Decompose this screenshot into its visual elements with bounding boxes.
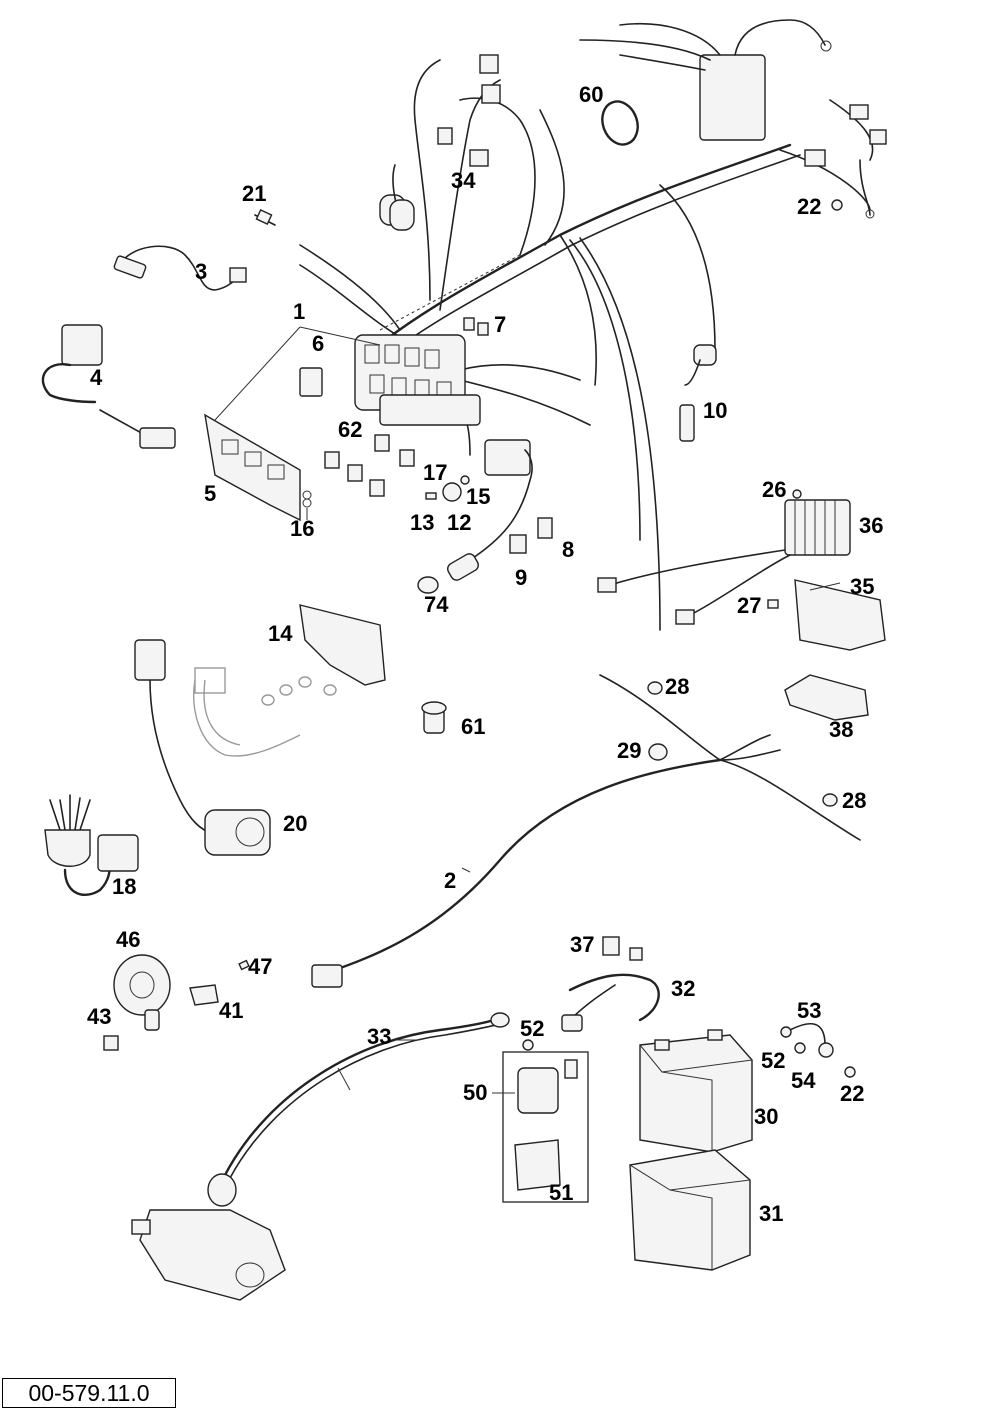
sensor-10	[679, 344, 717, 442]
nut-43	[103, 1035, 119, 1051]
callout-74: 74	[424, 592, 449, 617]
callout-22-bottom: 22	[840, 1081, 865, 1106]
callout-41: 41	[219, 998, 244, 1023]
fuse	[477, 322, 489, 336]
connector-34	[469, 149, 489, 167]
callout-36: 36	[859, 513, 884, 538]
callout-27: 27	[737, 593, 762, 618]
callout-13: 13	[410, 510, 435, 535]
callout-6: 6	[312, 331, 325, 356]
callout-8: 8	[562, 537, 575, 562]
grommet	[442, 482, 462, 502]
battery-box-31	[629, 1149, 751, 1271]
callout-28-bottom: 28	[842, 788, 867, 813]
voltage-regulator	[597, 499, 851, 625]
callout-21: 21	[242, 181, 267, 206]
relay-holder-51	[514, 1139, 561, 1191]
callout-46: 46	[116, 927, 141, 952]
callout-50: 50	[463, 1080, 488, 1105]
fuse-set-62	[324, 434, 415, 497]
document-code: 00-579.11.0	[2, 1378, 176, 1408]
callout-29: 29	[617, 738, 642, 763]
indicator-socket-cable	[469, 449, 533, 561]
callout-33: 33	[367, 1024, 392, 1049]
battery-lead-32	[561, 936, 660, 1032]
callout-54: 54	[791, 1068, 816, 1093]
cable-tie	[601, 100, 639, 146]
callout-20: 20	[283, 811, 308, 836]
callout-18: 18	[112, 874, 137, 899]
callout-52-right: 52	[761, 1048, 786, 1073]
handlebar-switch-4	[41, 324, 176, 449]
callout-38: 38	[829, 717, 854, 742]
relay	[299, 367, 323, 397]
taillight-connectors	[579, 19, 887, 219]
mounting-bracket	[204, 413, 301, 522]
callout-1: 1	[293, 299, 306, 324]
ground-lead-53	[789, 1022, 826, 1046]
callout-31: 31	[759, 1201, 784, 1226]
callout-62: 62	[338, 417, 363, 442]
callout-26: 26	[762, 477, 787, 502]
connector	[437, 127, 453, 145]
callout-15: 15	[466, 484, 491, 509]
callout-60: 60	[579, 82, 604, 107]
battery-30	[639, 1029, 753, 1153]
callout-16: 16	[290, 516, 315, 541]
callout-14: 14	[268, 621, 293, 646]
auxiliary-harness-2	[311, 674, 861, 988]
callout-53: 53	[797, 998, 822, 1023]
bracket-8	[537, 517, 553, 539]
callout-47: 47	[248, 954, 273, 979]
callout-37: 37	[570, 932, 595, 957]
fuse	[463, 317, 475, 331]
callout-22-top: 22	[797, 194, 822, 219]
cover-38	[784, 674, 869, 721]
cover-plate-14	[299, 604, 386, 686]
callout-30: 30	[754, 1104, 779, 1129]
callout-52-left: 52	[520, 1016, 545, 1041]
starter-cable-33	[207, 1012, 510, 1207]
callout-32: 32	[671, 976, 696, 1001]
sensor-cable	[119, 245, 241, 291]
flasher-relay	[509, 534, 527, 554]
callout-5: 5	[204, 481, 217, 506]
callout-4: 4	[90, 365, 103, 390]
horn-46	[113, 954, 171, 1031]
callout-3: 3	[195, 259, 208, 284]
handlebar-switch-20	[134, 639, 337, 856]
fuse-holder-37	[602, 936, 620, 956]
clamp-41	[189, 984, 219, 1006]
leader-lines	[214, 326, 841, 1094]
callout-17: 17	[423, 460, 448, 485]
callout-28-top: 28	[665, 674, 690, 699]
starter-motor	[131, 1209, 286, 1301]
callout-43: 43	[87, 1004, 112, 1029]
callout-10: 10	[703, 398, 728, 423]
callout-34: 34	[451, 168, 476, 193]
starter-relay-50	[517, 1067, 559, 1114]
power-socket-61	[421, 701, 447, 734]
callout-2: 2	[444, 868, 457, 893]
callout-7: 7	[494, 312, 507, 337]
callout-9: 9	[515, 565, 528, 590]
callout-35: 35	[850, 574, 875, 599]
callout-51: 51	[549, 1180, 574, 1205]
callout-61: 61	[461, 714, 486, 739]
callout-12: 12	[447, 510, 472, 535]
relay-group-box	[502, 1051, 589, 1203]
switch-18	[44, 794, 139, 896]
regulator-bracket	[794, 579, 886, 651]
